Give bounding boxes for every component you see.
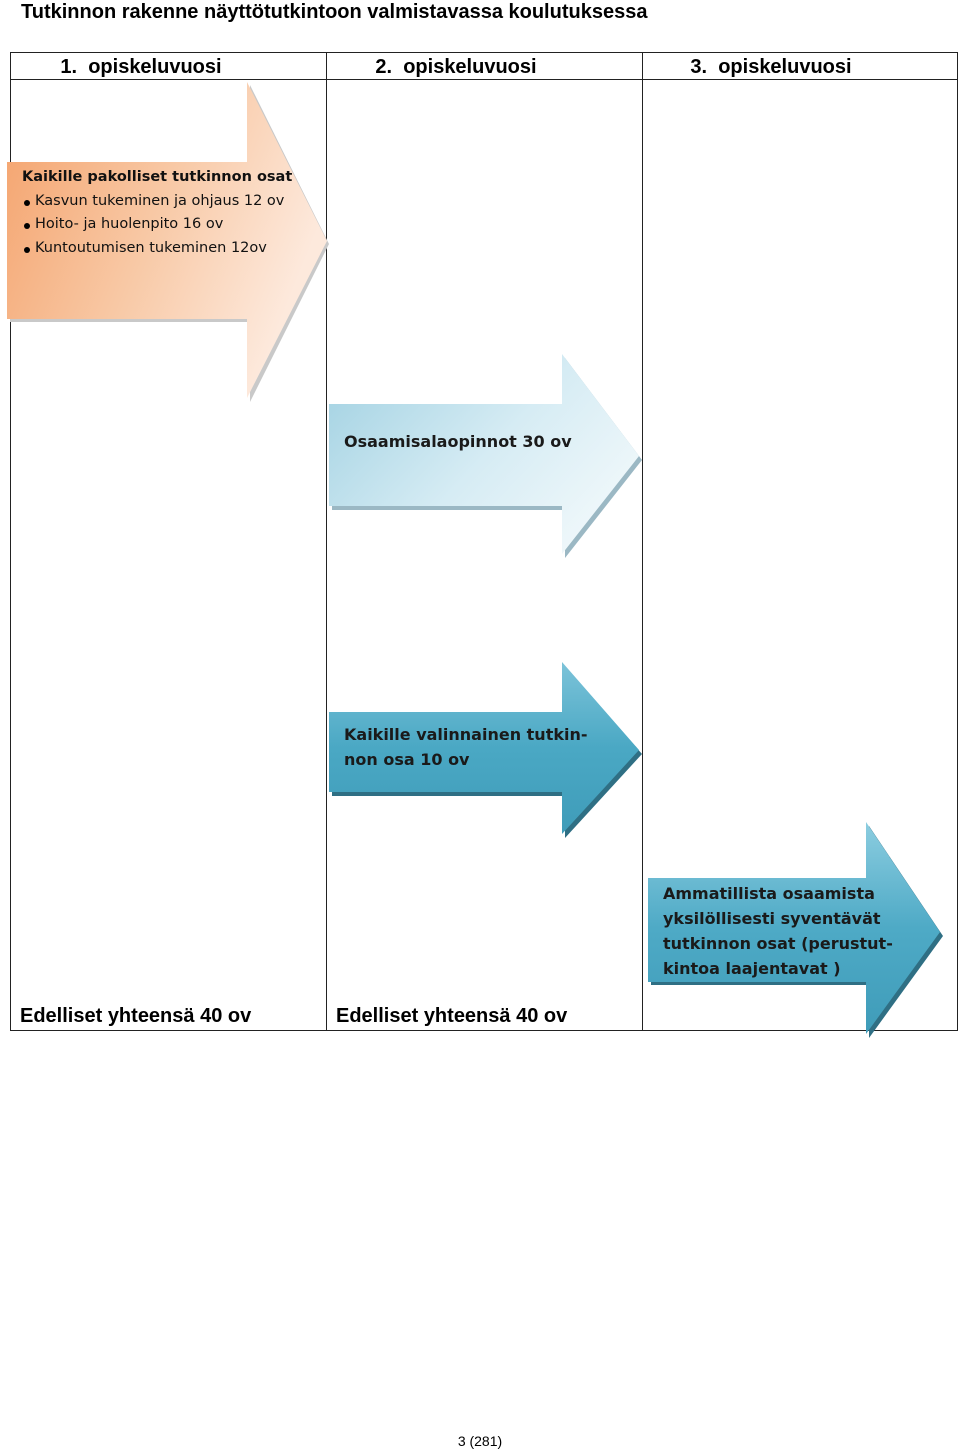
mandatory-studies-arrow: Kaikille pakolliset tutkinnon osat Kasvu… <box>7 82 331 402</box>
deepening-studies-line-2: yksilöllisesti syventävät <box>663 909 881 928</box>
specialization-studies-arrow: Osaamisalaopinnot 30 ov <box>329 354 643 558</box>
column-divider-2 <box>642 53 643 1030</box>
optional-studies-line-1: Kaikille valinnainen tutkin- <box>344 725 588 744</box>
mandatory-studies-heading: Kaikille pakolliset tutkinnon osat <box>22 169 293 185</box>
column-header-year-1: 1. opiskeluvuosi <box>60 56 222 78</box>
mandatory-studies-list: Kasvun tukeminen ja ohjaus 12 ov Hoito- … <box>22 190 292 261</box>
header-divider <box>11 79 957 80</box>
list-item: Kasvun tukeminen ja ohjaus 12 ov <box>22 190 292 214</box>
optional-studies-label: Kaikille valinnainen tutkin- non osa 10 … <box>344 722 588 772</box>
document-title: Tutkinnon rakenne näyttötutkintoon valmi… <box>21 1 648 23</box>
list-item: Hoito- ja huolenpito 16 ov <box>22 213 292 237</box>
mandatory-studies-text: Kaikille pakolliset tutkinnon osat Kasvu… <box>22 166 292 260</box>
year-2-total: Edelliset yhteensä 40 ov <box>336 1005 568 1027</box>
deepening-studies-line-3: tutkinnon osat (perustut- <box>663 934 893 953</box>
structure-table: 1. opiskeluvuosi 2. opiskeluvuosi 3. opi… <box>10 52 958 1031</box>
column-divider-1 <box>326 53 327 1030</box>
page-number: 3 (281) <box>457 1433 503 1449</box>
deepening-studies-arrow: Ammatillista osaamista yksilöllisesti sy… <box>648 822 944 1038</box>
year-1-total: Edelliset yhteensä 40 ov <box>20 1005 252 1027</box>
optional-studies-arrow: Kaikille valinnainen tutkin- non osa 10 … <box>329 662 643 838</box>
deepening-studies-line-4: kintoa laajentavat ) <box>663 959 841 978</box>
column-header-year-2: 2. opiskeluvuosi <box>375 56 537 78</box>
specialization-studies-label: Osaamisalaopinnot 30 ov <box>344 432 572 451</box>
deepening-studies-label: Ammatillista osaamista yksilöllisesti sy… <box>663 881 893 981</box>
column-header-year-3: 3. opiskeluvuosi <box>690 56 852 78</box>
deepening-studies-line-1: Ammatillista osaamista <box>663 884 875 903</box>
list-item: Kuntoutumisen tukeminen 12ov <box>22 237 292 261</box>
optional-studies-line-2: non osa 10 ov <box>344 750 470 769</box>
